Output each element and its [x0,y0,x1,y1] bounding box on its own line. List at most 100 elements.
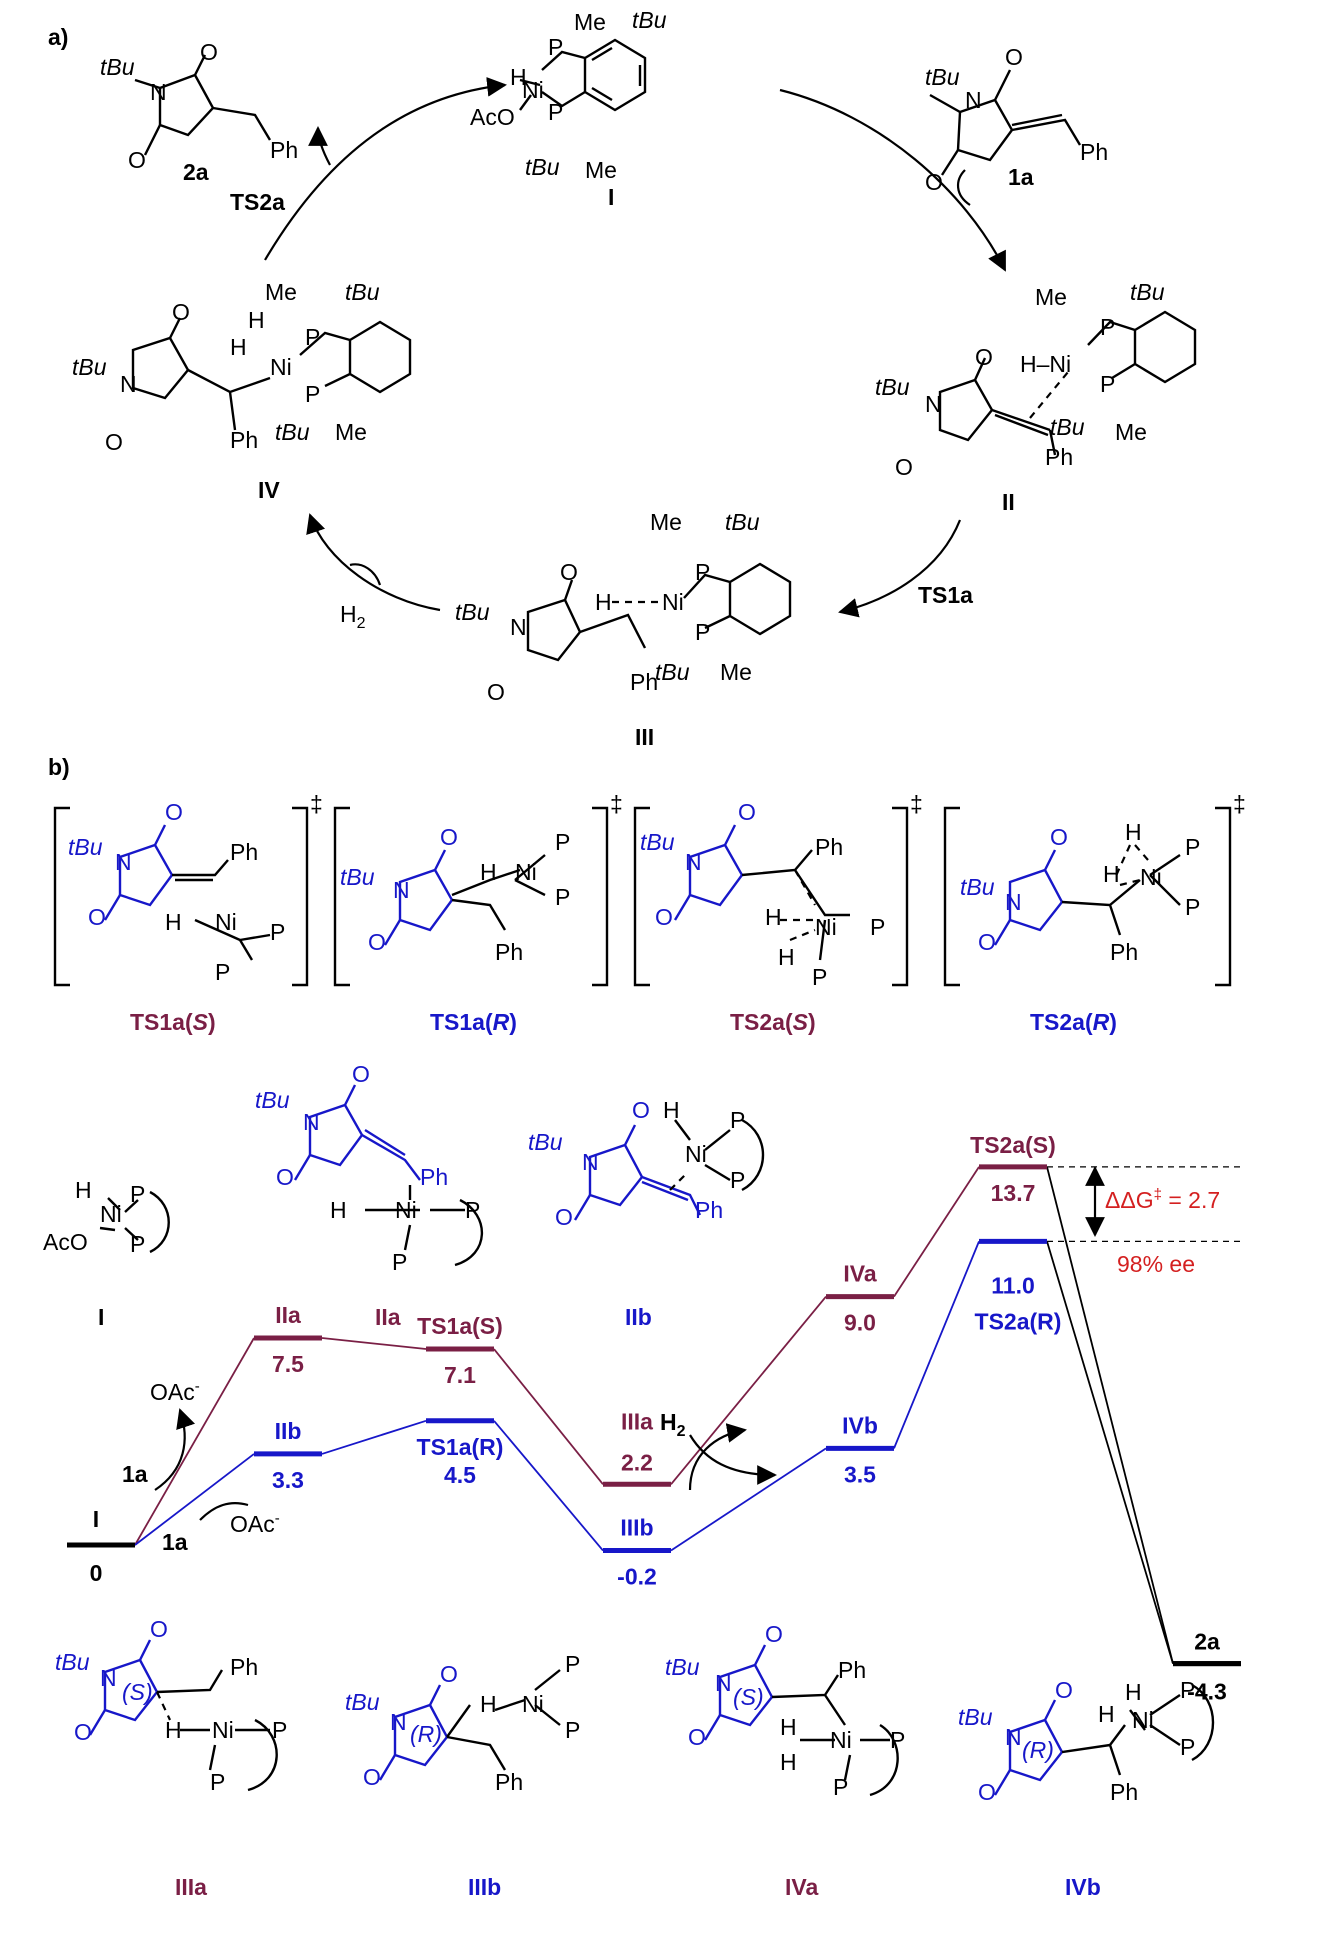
label-ni: Ni [662,589,684,615]
structure-id-IIa: IIa [375,1304,401,1330]
panel-a-label: a) [48,24,68,50]
label-p: P [730,1107,745,1133]
annotation-ee: 98% ee [1117,1251,1195,1277]
species-label-ts1a-r: TS1a(R) [417,1434,504,1460]
label-p: P [812,964,827,990]
label-ni: Ni [522,1691,544,1717]
connector-r-4 [893,1241,980,1449]
label-ni: Ni [212,1717,234,1743]
label-tbu: tBu [68,834,103,860]
dagger: ‡ [610,791,623,817]
label-o: O [487,679,505,705]
label-me: Me [650,509,682,535]
catalytic-cycle-arrows: TS2a TS1a H2 [230,77,1006,632]
energy-profile-annotations: OAc- OAc- 1a 1a H2 ΔΔG‡ = 2.7 98% ee [122,1166,1220,1555]
species-label-iiia: IIIa [621,1408,653,1434]
energy-label-iva: 9.0 [844,1310,876,1336]
dagger: ‡ [910,791,923,817]
energy-label-iiia: 2.2 [621,1449,653,1475]
label-o: O [1055,1677,1073,1703]
label-ni: Ni [215,909,237,935]
intermediate-II: Me tBu H–Ni P P tBu Me tBu N O O Ph II [875,279,1197,515]
label-o: O [200,39,218,65]
energy-label-ts1a-s: 7.1 [444,1362,476,1388]
species-label-iib: IIb [275,1418,302,1444]
label-me: Me [265,279,297,305]
label-ni: Ni [1132,1707,1154,1733]
label-tbu: tBu [1050,414,1085,440]
energy-label-ts1a-r: 4.5 [444,1462,476,1488]
label-ph: Ph [420,1164,448,1190]
structure-id-IIb: IIb [625,1304,652,1330]
connector-s-4 [893,1166,980,1298]
label-p: P [1100,314,1115,340]
label-p: P [130,1231,145,1257]
label-h: H [1098,1701,1115,1727]
compound-id-I: I [608,184,614,210]
connector-s-0 [134,1337,255,1546]
label-n: N [965,87,982,113]
label-ni: Ni [830,1727,852,1753]
label-ph: Ph [230,1654,258,1680]
label-o: O [363,1764,381,1790]
label-p: P [1100,371,1115,397]
label-tbu: tBu [340,864,375,890]
label-aco: AcO [43,1229,88,1255]
species-label-iva: IVa [843,1261,876,1287]
label-o: O [150,1616,168,1642]
label-ph: Ph [838,1657,866,1683]
label-n: N [510,614,527,640]
energy-label-i: 0 [90,1560,103,1586]
label-o: O [655,904,673,930]
label-me: Me [335,419,367,445]
label-tbu: tBu [958,1704,993,1730]
label-ph: Ph [1110,1779,1138,1805]
label-ph: Ph [230,427,258,453]
label-o: O [172,299,190,325]
label-n: N [150,79,167,105]
label-ph: Ph [230,839,258,865]
label-n: N [1005,889,1022,915]
label-p: P [548,99,563,125]
species-label-ts2a-s: TS2a(S) [970,1132,1056,1158]
label-h: H [765,904,782,930]
label-o: O [560,559,578,585]
label-o: O [88,904,106,930]
connector-s-2 [493,1348,604,1485]
label-tbu: tBu [925,64,960,90]
label-h: H [1103,861,1120,887]
label-tbu: tBu [525,154,560,180]
ts-structures-row: ‡ ‡ ‡ ‡ tBu N O O Ph H Ni P P TS1a(S) tB… [53,791,1246,1035]
label-me: Me [1115,419,1147,445]
label-p: P [870,914,885,940]
label-h: H [230,334,247,360]
label-n: N [925,391,942,417]
label-ph: Ph [1045,444,1073,470]
substrate-1a: tBu N O O Ph 1a [925,44,1108,195]
energy-label-ivb: 3.5 [844,1461,876,1487]
label-o: O [688,1724,706,1750]
label-tbu: tBu [275,419,310,445]
label-o: O [895,454,913,480]
label-aco: AcO [470,104,515,130]
species-label-ts2a-r: TS2a(R) [975,1308,1062,1334]
connector-s-1 [321,1337,427,1350]
label-o: O [276,1164,294,1190]
label-h: H [75,1177,92,1203]
connector-s-3 [670,1296,827,1485]
label-n: N [120,371,137,397]
structure-id-IIIa: IIIa [175,1874,207,1900]
label-o: O [925,169,943,195]
energy-label-ts2a-r: 11.0 [991,1272,1035,1298]
panel-b-label: b) [48,754,70,780]
energy-label-iiib: -0.2 [617,1564,657,1590]
label-n: N [115,849,132,875]
label-o: O [128,147,146,173]
intermediate-IV: Me tBu H H Ni P P tBu Me tBu N O O Ph IV [72,279,412,503]
label-ni: Ni [395,1197,417,1223]
connector-r-3 [670,1447,827,1552]
label-ph: Ph [815,834,843,860]
config-label: (R) [410,1721,442,1747]
ts-label-ts1a-s: TS1a(S) [130,1009,216,1035]
